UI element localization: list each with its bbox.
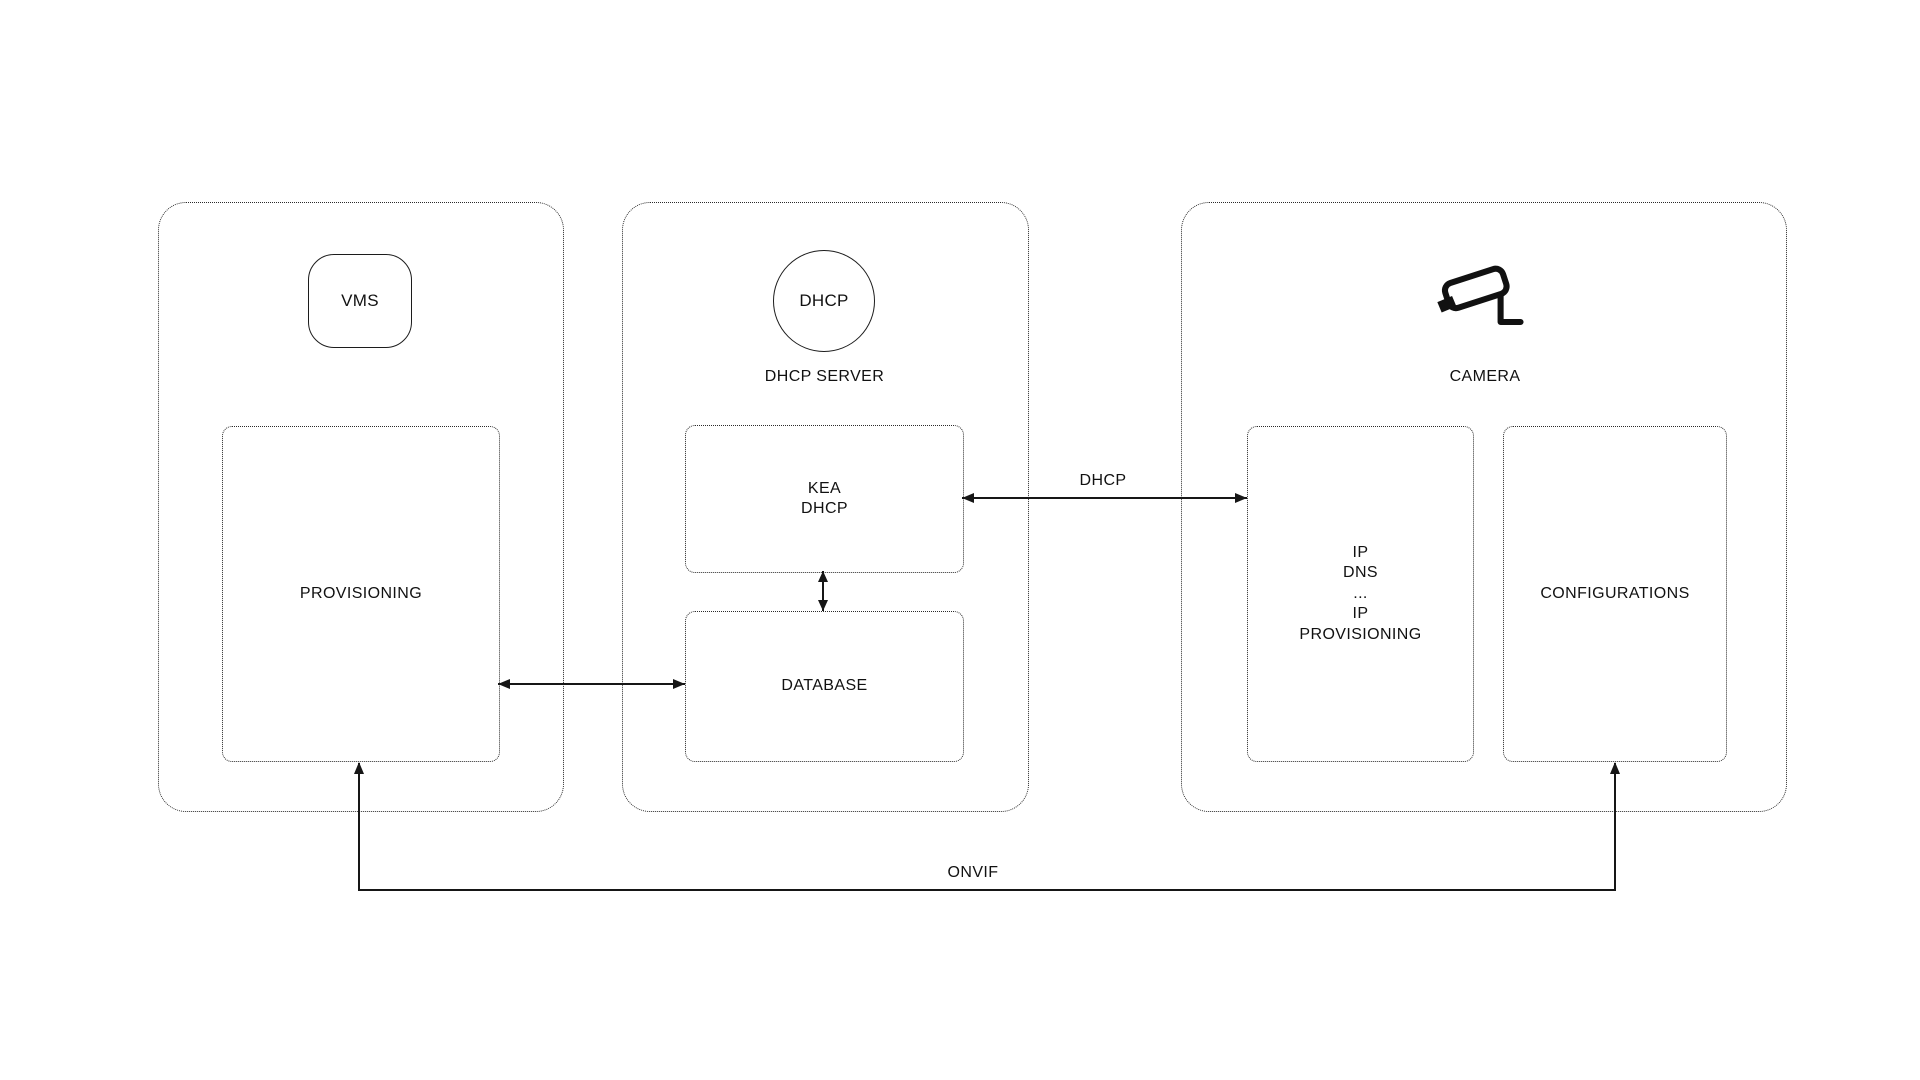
dhcp-circle-node: DHCP: [773, 250, 875, 352]
dhcp-link-label: DHCP: [1079, 472, 1127, 489]
kea-dhcp-label: KEA DHCP: [801, 479, 848, 517]
database-node: DATABASE: [685, 611, 964, 762]
camera-title: CAMERA: [1449, 368, 1521, 385]
onvif-link-label: ONVIF: [947, 864, 999, 881]
configurations-node: CONFIGURATIONS: [1503, 426, 1727, 762]
ip-provisioning-node: IP DNS ... IP PROVISIONING: [1247, 426, 1474, 762]
ip-provisioning-label: IP DNS ... IP PROVISIONING: [1299, 543, 1422, 643]
database-label: DATABASE: [781, 677, 868, 695]
configurations-label: CONFIGURATIONS: [1540, 584, 1690, 602]
kea-dhcp-node: KEA DHCP: [685, 425, 964, 573]
dhcp-server-title: DHCP SERVER: [764, 368, 885, 385]
security-camera-icon: [1437, 265, 1524, 326]
provisioning-node: PROVISIONING: [222, 426, 500, 762]
dhcp-circle-label: DHCP: [799, 291, 849, 311]
vms-node: VMS: [308, 254, 412, 348]
vms-label: VMS: [341, 291, 379, 311]
provisioning-label: PROVISIONING: [299, 584, 423, 602]
